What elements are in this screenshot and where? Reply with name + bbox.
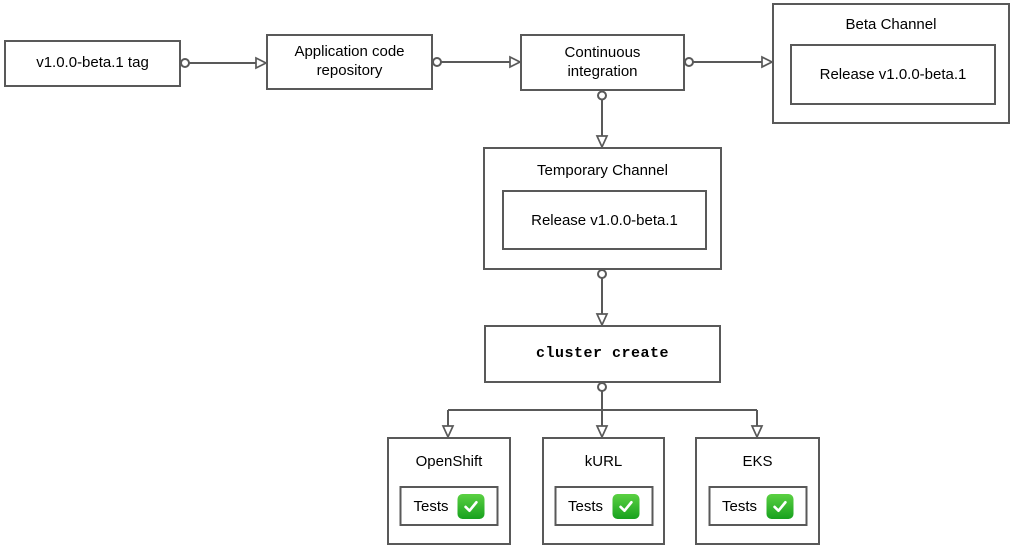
connector-branch-lines xyxy=(447,391,758,427)
arrowhead-icon xyxy=(595,425,609,440)
node-label: cluster create xyxy=(535,344,670,362)
node-label: Continuous integration xyxy=(564,43,641,80)
arrowhead-icon xyxy=(595,313,609,328)
tests-label: Tests xyxy=(413,497,449,515)
tests-label: Tests xyxy=(721,497,757,515)
release-box: Release v1.0.0-beta.1 xyxy=(502,190,707,250)
tests-box: Tests xyxy=(554,486,653,526)
check-mark-button-icon xyxy=(612,493,639,519)
channel-title: Temporary Channel xyxy=(537,162,668,179)
arrowhead-icon xyxy=(441,425,455,440)
node-openshift: OpenShift Tests xyxy=(387,437,511,545)
platform-title: OpenShift xyxy=(415,453,483,470)
node-cluster-create: cluster create xyxy=(484,325,721,383)
release-box: Release v1.0.0-beta.1 xyxy=(790,44,996,105)
connector-start-dot xyxy=(684,57,694,67)
connector-start-dot xyxy=(597,90,607,101)
connector-cluster-create-to-platforms xyxy=(441,382,764,440)
connector-repo-to-ci xyxy=(432,55,522,69)
tests-label: Tests xyxy=(567,497,603,515)
check-mark-button-icon xyxy=(457,493,485,519)
arrowhead-icon xyxy=(595,135,609,150)
channel-title: Beta Channel xyxy=(845,16,937,33)
platform-title: kURL xyxy=(584,453,623,470)
release-label: Release v1.0.0-beta.1 xyxy=(531,211,678,229)
platform-title: EKS xyxy=(742,453,773,470)
node-label: v1.0.0-beta.1 tag xyxy=(36,54,149,72)
node-kurl: kURL Tests xyxy=(542,437,665,545)
node-application-code-repository: Application code repository xyxy=(266,34,433,90)
release-label: Release v1.0.0-beta.1 xyxy=(819,66,967,83)
connector-start-dot xyxy=(432,57,442,67)
connector-tag-to-repo xyxy=(180,56,268,70)
tests-box: Tests xyxy=(399,486,499,526)
arrowhead-icon xyxy=(750,425,764,440)
node-version-tag: v1.0.0-beta.1 tag xyxy=(4,40,181,87)
node-label: Application code repository xyxy=(294,43,405,79)
connector-ci-to-temporary-channel xyxy=(595,90,609,150)
arrowhead-icon xyxy=(509,55,522,69)
node-continuous-integration: Continuous integration xyxy=(520,34,685,91)
connector-temporary-channel-to-cluster-create xyxy=(595,269,609,328)
tests-box: Tests xyxy=(708,486,807,526)
node-eks: EKS Tests xyxy=(695,437,820,545)
node-temporary-channel: Temporary Channel Release v1.0.0-beta.1 xyxy=(483,147,722,270)
connector-start-dot xyxy=(180,58,190,68)
connector-start-dot xyxy=(597,269,607,279)
check-mark-button-icon xyxy=(766,493,793,519)
connector-start-dot xyxy=(597,382,607,392)
arrowhead-icon xyxy=(255,56,268,70)
node-beta-channel: Beta Channel Release v1.0.0-beta.1 xyxy=(772,3,1010,124)
arrowhead-icon xyxy=(761,55,774,69)
connector-ci-to-beta-channel xyxy=(684,55,774,69)
